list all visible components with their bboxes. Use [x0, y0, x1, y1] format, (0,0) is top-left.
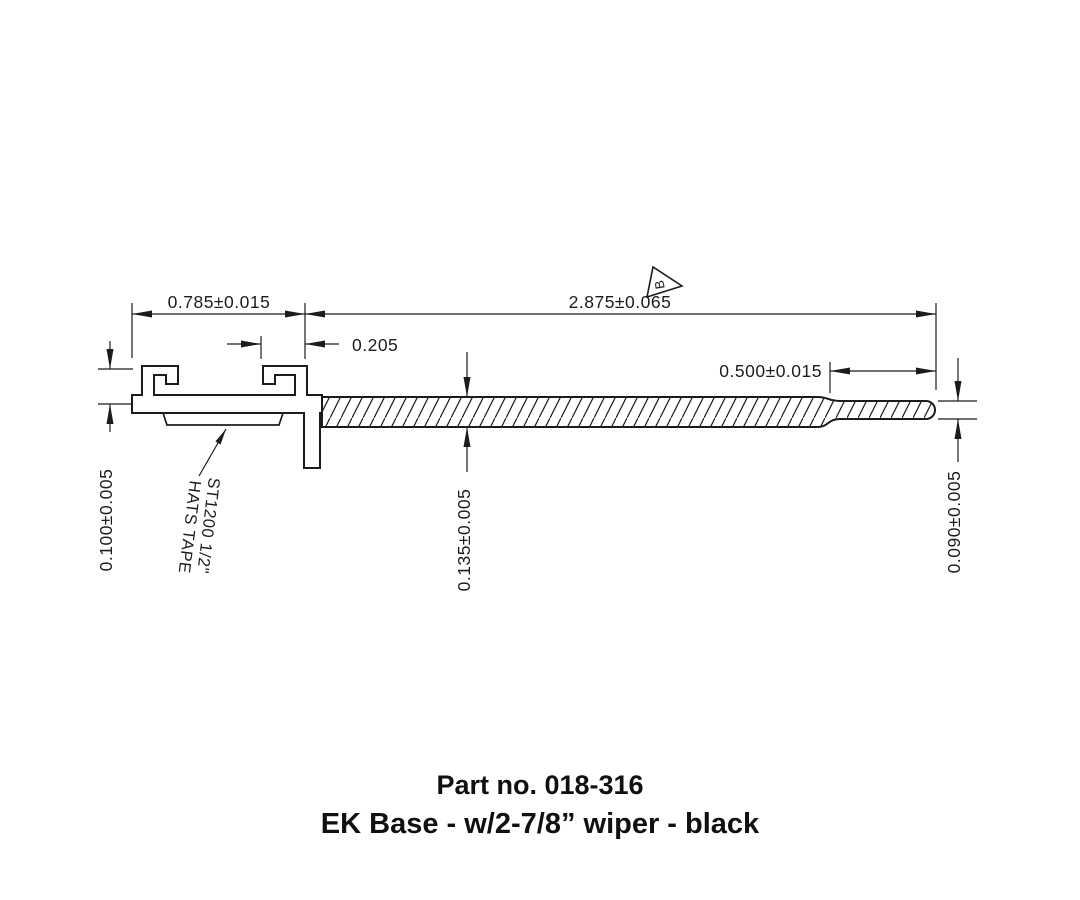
wiper-blade-section: [321, 396, 936, 428]
dimension-lines: [98, 303, 977, 477]
dim-base-height: 0.100±0.005: [96, 469, 116, 572]
dim-blade-thickness: 0.135±0.005: [454, 489, 474, 592]
title-description: EK Base - w/2-7/8” wiper - black: [321, 808, 760, 840]
arrowhead: [954, 419, 962, 439]
dim-tip-length: 0.500±0.015: [719, 361, 822, 381]
dim-tip-thickness: 0.090±0.005: [944, 471, 964, 574]
dimension-arrowheads: [106, 310, 962, 447]
revision-flag: B: [645, 265, 684, 299]
base-extrusion-outline: [131, 365, 323, 469]
dimension-texts: 0.785±0.015 2.875±0.065 0.205 0.500±0.01…: [96, 292, 964, 591]
title-part-no: Part no. 018-316: [436, 770, 643, 800]
arrowhead: [106, 349, 114, 369]
title-block: Part no. 018-316 EK Base - w/2-7/8” wipe…: [321, 770, 760, 840]
part-profile: [131, 365, 936, 469]
arrowhead: [241, 340, 261, 348]
arrowhead: [463, 427, 471, 447]
revision-triangle-icon: [645, 265, 684, 299]
leader-arrowhead: [215, 429, 226, 445]
hats-tape-strip: [161, 412, 285, 426]
arrowhead: [285, 310, 305, 318]
arrowhead: [305, 310, 325, 318]
dim-slot-width: 0.205: [352, 335, 398, 355]
arrowhead: [916, 367, 936, 375]
tape-note: ST1200 1/2" HATS TAPE: [175, 477, 223, 575]
arrowhead: [132, 310, 152, 318]
revision-letter: B: [651, 279, 667, 290]
arrowhead: [916, 310, 936, 318]
arrowhead: [305, 340, 325, 348]
dim-base-width: 0.785±0.015: [168, 292, 271, 312]
arrowhead: [830, 367, 850, 375]
arrowhead: [106, 404, 114, 424]
dim-wiper-length: 2.875±0.065: [569, 292, 672, 312]
arrowhead: [954, 381, 962, 401]
arrowhead: [463, 377, 471, 397]
